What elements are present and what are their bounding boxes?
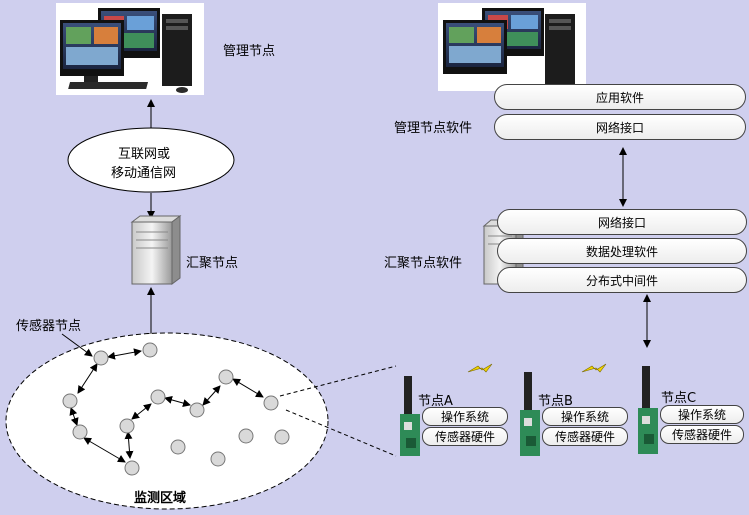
- node-c-label: 节点C: [661, 391, 697, 406]
- sink-server-icon: [130, 215, 182, 285]
- network-interface-layer-top: 网络接口: [494, 114, 746, 140]
- node-b-hardware: 传感器硬件: [542, 427, 628, 446]
- monitor-area-label: 监测区域: [134, 491, 187, 506]
- monitor-region: [5, 332, 329, 510]
- management-workstation-icon: [56, 3, 204, 95]
- sensor-node-label: 传感器节点: [16, 319, 82, 334]
- app-software-layer: 应用软件: [494, 84, 746, 110]
- network-cloud: [67, 127, 235, 193]
- data-processing-layer: 数据处理软件: [497, 238, 747, 264]
- node-b-os: 操作系统: [542, 407, 628, 426]
- sensor-board-a-icon: [400, 376, 420, 456]
- sink-node-label: 汇聚节点: [186, 256, 239, 271]
- node-b-label: 节点B: [538, 394, 573, 409]
- sensor-links: [69, 348, 264, 463]
- sensor-board-c-icon: [638, 366, 658, 454]
- network-label-line1: 互联网或: [118, 147, 171, 162]
- node-c-os: 操作系统: [660, 405, 744, 424]
- sensor-nodes: [62, 342, 290, 476]
- middleware-layer: 分布式中间件: [497, 267, 747, 293]
- lightning-icon: [467, 363, 493, 373]
- node-a-os: 操作系统: [422, 407, 508, 426]
- sink-software-label: 汇聚节点软件: [384, 256, 463, 271]
- node-a-label: 节点A: [418, 394, 453, 409]
- sensor-board-b-icon: [520, 372, 540, 456]
- management-node-label: 管理节点: [223, 44, 276, 59]
- management-software-label: 管理节点软件: [394, 121, 473, 136]
- network-interface-layer-sink: 网络接口: [497, 209, 747, 235]
- node-c-hardware: 传感器硬件: [660, 425, 744, 444]
- management-workstation-right-icon: [438, 3, 586, 91]
- lightning-icon: [581, 363, 607, 373]
- network-label-line2: 移动通信网: [111, 166, 177, 181]
- node-a-hardware: 传感器硬件: [422, 427, 508, 446]
